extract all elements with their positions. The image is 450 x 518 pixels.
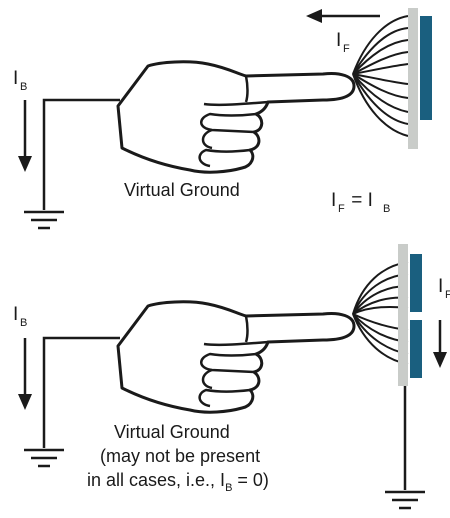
equation-left-subscript: F	[338, 203, 345, 215]
ground-icon	[22, 448, 66, 468]
bottom-caption-line2: (may not be present	[100, 446, 260, 466]
top-grey-plate	[408, 8, 418, 149]
caption-line3-post: = 0)	[232, 470, 269, 490]
arrow-icon	[306, 9, 380, 23]
top-ground-wire	[42, 98, 120, 210]
arrow-icon	[18, 100, 32, 172]
bottom-blue-electrode-lower	[410, 320, 422, 378]
bottom-ground-wire	[42, 336, 120, 448]
bottom-if-label: I	[438, 276, 443, 297]
equation: I F = I B	[331, 190, 390, 215]
bottom-if-subscript: F	[445, 289, 450, 301]
bottom-ib-label: I	[13, 304, 18, 325]
equation-right-subscript: B	[383, 203, 390, 215]
ground-icon	[22, 210, 66, 230]
hand-icon	[116, 300, 356, 414]
ground-icon	[383, 490, 427, 510]
equation-mid: = I	[346, 190, 373, 211]
bottom-ib-subscript: B	[20, 317, 27, 329]
equation-left: I	[331, 190, 336, 211]
bottom-caption-line1: Virtual Ground	[114, 422, 230, 442]
arrow-icon	[18, 338, 32, 410]
top-ib-label: I	[13, 68, 18, 89]
top-panel: I B I F Virtual Ground	[13, 8, 432, 230]
bottom-caption-line3: in all cases, i.e., IB = 0)	[87, 470, 269, 494]
top-if-subscript: F	[343, 43, 350, 55]
top-ib-subscript: B	[20, 81, 27, 93]
top-if-label: I	[336, 30, 341, 51]
bottom-panel: I B I F	[13, 244, 450, 510]
arrow-icon	[433, 320, 447, 368]
bottom-grey-plate	[398, 244, 408, 386]
hand-icon	[116, 60, 356, 174]
caption-line3-pre: in all cases, i.e., I	[87, 470, 225, 490]
caption-line3-sub: B	[225, 482, 232, 494]
fiber-bundle-icon	[352, 15, 409, 137]
top-caption: Virtual Ground	[124, 180, 240, 200]
top-blue-electrode	[420, 16, 432, 120]
bottom-blue-electrode-upper	[410, 254, 422, 312]
